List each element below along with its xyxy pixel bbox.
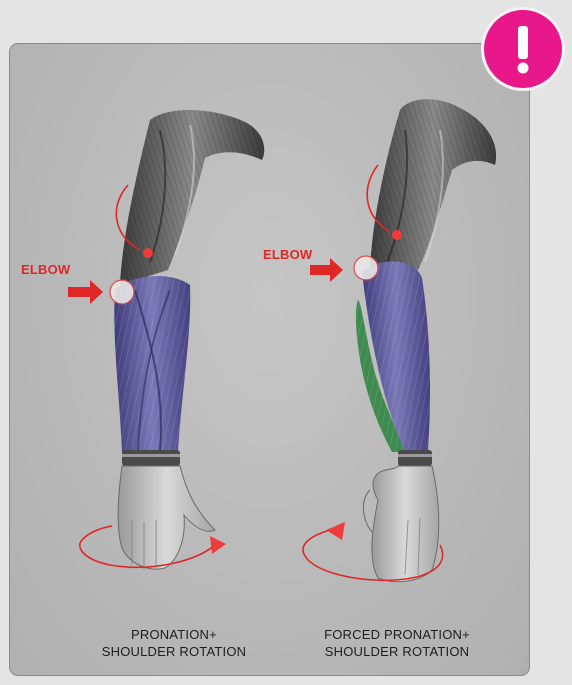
caption-right-line2: SHOULDER ROTATION xyxy=(297,643,497,660)
caption-left-line2: SHOULDER ROTATION xyxy=(74,643,274,660)
elbow-label-right: ELBOW xyxy=(263,247,312,262)
elbow-arrow-left-icon xyxy=(68,280,103,304)
caption-left-line1: PRONATION+ xyxy=(74,626,274,643)
elbow-label-left: ELBOW xyxy=(21,262,70,277)
elbow-arrow-right-icon xyxy=(310,258,343,282)
right-arm-figure xyxy=(303,99,496,581)
caption-right: FORCED PRONATION+ SHOULDER ROTATION xyxy=(297,626,497,660)
left-arm-figure xyxy=(68,110,264,570)
caption-right-line1: FORCED PRONATION+ xyxy=(297,626,497,643)
caption-left: PRONATION+ SHOULDER ROTATION xyxy=(74,626,274,660)
